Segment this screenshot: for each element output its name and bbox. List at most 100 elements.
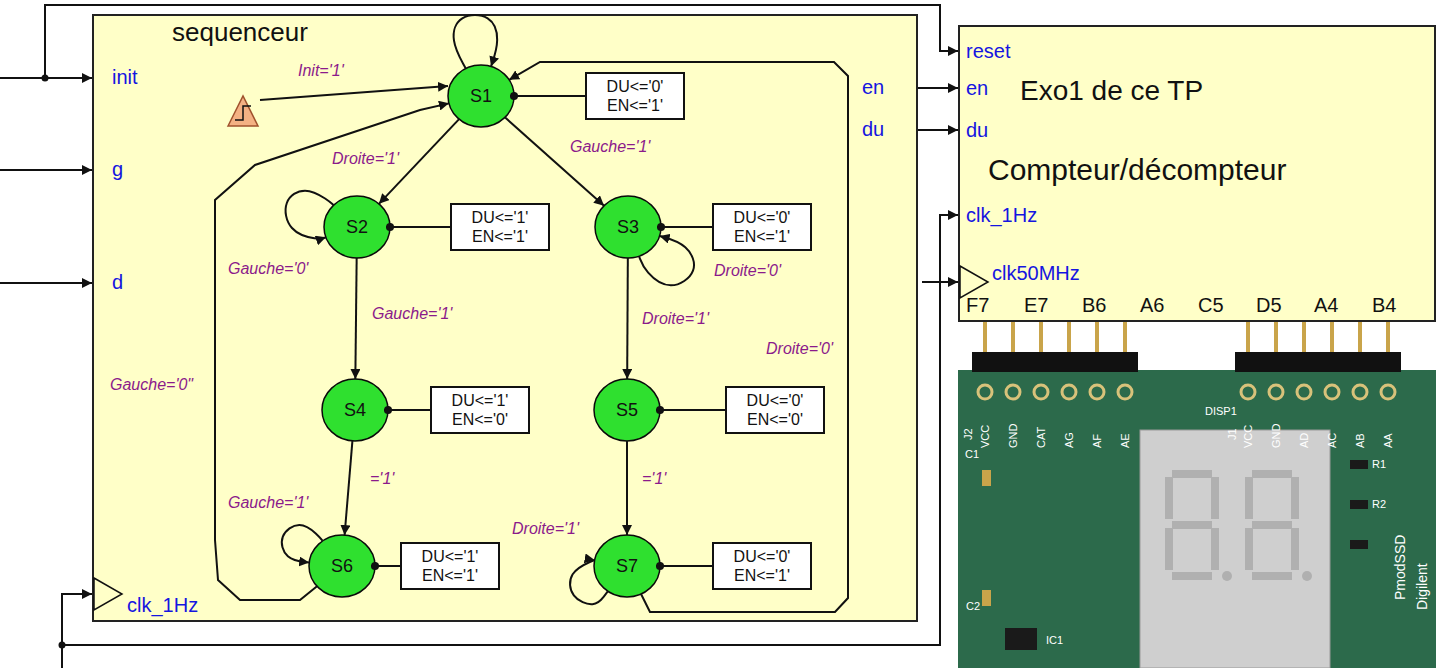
transition-condition: Gauche='1' bbox=[568, 138, 652, 156]
state-name: S4 bbox=[344, 401, 366, 419]
output-box: DU<='0' EN<='1' bbox=[585, 72, 685, 120]
state-name: S1 bbox=[470, 87, 492, 105]
board-marking: Digilent bbox=[1414, 563, 1430, 610]
pmod-ssd-board bbox=[958, 322, 1436, 668]
transition-condition: Gauche='1' bbox=[226, 494, 310, 512]
pin-name: B4 bbox=[1372, 294, 1396, 317]
transition-arrow bbox=[626, 441, 628, 535]
transition-arrow bbox=[345, 441, 353, 535]
wire-junction bbox=[59, 642, 66, 649]
output-link bbox=[375, 565, 400, 567]
transition-condition: ='1' bbox=[640, 470, 668, 488]
transition-arrow bbox=[454, 15, 498, 68]
pin-name: B6 bbox=[1082, 294, 1106, 317]
port-name: d bbox=[112, 271, 123, 294]
port-name: reset bbox=[966, 40, 1010, 63]
block-title: Exo1 de ce TP bbox=[1020, 75, 1434, 107]
port-name: clk50MHz bbox=[992, 262, 1080, 285]
signal-arrow bbox=[918, 129, 958, 131]
output-assignment: DU<='0' EN<='1' bbox=[720, 208, 804, 246]
block-title: Compteur/décompteur bbox=[988, 153, 1434, 188]
pin-name: D5 bbox=[1256, 294, 1282, 317]
transition-condition: Droite='1' bbox=[330, 150, 401, 168]
clock-symbol bbox=[960, 266, 988, 298]
board-marking: J2 bbox=[962, 428, 975, 440]
port-name: clk_1Hz bbox=[966, 204, 1037, 227]
board-marking: R2 bbox=[1372, 498, 1386, 511]
clock-symbol bbox=[94, 578, 122, 610]
state-name: S6 bbox=[331, 557, 353, 575]
transition-condition: Droite='0' bbox=[764, 340, 835, 358]
output-link bbox=[390, 226, 450, 228]
pin-name: A6 bbox=[1140, 294, 1164, 317]
block-title: sequenceur bbox=[172, 18, 916, 48]
port-name: du bbox=[966, 119, 988, 142]
board-marking: PmodSSD bbox=[1392, 535, 1408, 600]
board-marking: AC bbox=[1326, 433, 1339, 448]
output-box: DU<='0' EN<='0' bbox=[725, 386, 825, 434]
transition-arrow bbox=[639, 236, 694, 285]
pin-name: E7 bbox=[1024, 294, 1048, 317]
state-circle: S4 bbox=[321, 378, 389, 442]
output-box: DU<='1' EN<='1' bbox=[450, 203, 550, 251]
transition-arrow bbox=[282, 525, 323, 563]
state-circle: S6 bbox=[308, 534, 376, 598]
state-name: S7 bbox=[616, 557, 638, 575]
transition-arrow bbox=[505, 117, 604, 205]
wires bbox=[0, 5, 958, 668]
port-name: en bbox=[966, 77, 988, 100]
output-link bbox=[660, 409, 725, 411]
transition-arrow bbox=[355, 258, 356, 379]
transition-condition: ='1' bbox=[368, 470, 396, 488]
board-marking: AD bbox=[1298, 433, 1311, 448]
transition-condition: Droite='1' bbox=[640, 310, 711, 328]
transition-arrow bbox=[286, 191, 334, 239]
state-name: S3 bbox=[617, 218, 639, 236]
output-assignment: DU<='1' EN<='1' bbox=[408, 547, 492, 585]
transition-condition: Init='1' bbox=[296, 62, 346, 80]
output-link bbox=[660, 565, 712, 567]
board-marking: AF bbox=[1091, 434, 1104, 448]
board-marking: C2 bbox=[966, 600, 980, 613]
reset-symbol bbox=[228, 96, 258, 126]
board-marking: AA bbox=[1382, 433, 1395, 448]
pin-name: A4 bbox=[1314, 294, 1338, 317]
output-link bbox=[661, 226, 712, 228]
output-box: DU<='0' EN<='1' bbox=[712, 203, 812, 251]
board-marking: J1 bbox=[1226, 428, 1239, 440]
transition-condition: Gauche='0" bbox=[108, 376, 195, 394]
output-assignment: DU<='0' EN<='0' bbox=[733, 391, 817, 429]
output-assignment: DU<='1' EN<='1' bbox=[458, 208, 542, 246]
output-box: DU<='0' EN<='1' bbox=[712, 542, 812, 590]
board-marking: GND bbox=[1007, 424, 1020, 448]
board-marking: AG bbox=[1063, 432, 1076, 448]
pin-name: F7 bbox=[966, 294, 989, 317]
transition-arrow bbox=[509, 62, 848, 612]
board-marking: VCC bbox=[979, 425, 992, 448]
port-name: du bbox=[862, 118, 884, 141]
state-name: S5 bbox=[616, 401, 638, 419]
board-marking: IC1 bbox=[1046, 634, 1063, 647]
state-circle: S5 bbox=[593, 378, 661, 442]
transition-condition: Droite='1' bbox=[510, 520, 581, 538]
signal-arrow bbox=[918, 87, 958, 89]
port-name: init bbox=[112, 66, 138, 89]
board-marking: AE bbox=[1119, 433, 1132, 448]
transition-arrow bbox=[570, 560, 608, 604]
output-assignment: DU<='0' EN<='1' bbox=[720, 547, 804, 585]
output-link bbox=[388, 409, 430, 411]
board-marking: GND bbox=[1270, 424, 1283, 448]
board-marking: DISP1 bbox=[1205, 405, 1237, 418]
state-circle: S7 bbox=[593, 534, 661, 598]
output-assignment: DU<='1' EN<='0' bbox=[438, 391, 522, 429]
port-name: en bbox=[862, 76, 884, 99]
board-marking: VCC bbox=[1242, 425, 1255, 448]
state-name: S2 bbox=[346, 218, 368, 236]
transition-arrow bbox=[215, 103, 449, 600]
pin-name: C5 bbox=[1198, 294, 1224, 317]
output-box: DU<='1' EN<='1' bbox=[400, 542, 500, 590]
transition-arrow bbox=[626, 258, 629, 379]
board-marking: AB bbox=[1354, 433, 1367, 448]
transition-condition: Droite='0' bbox=[712, 262, 783, 280]
